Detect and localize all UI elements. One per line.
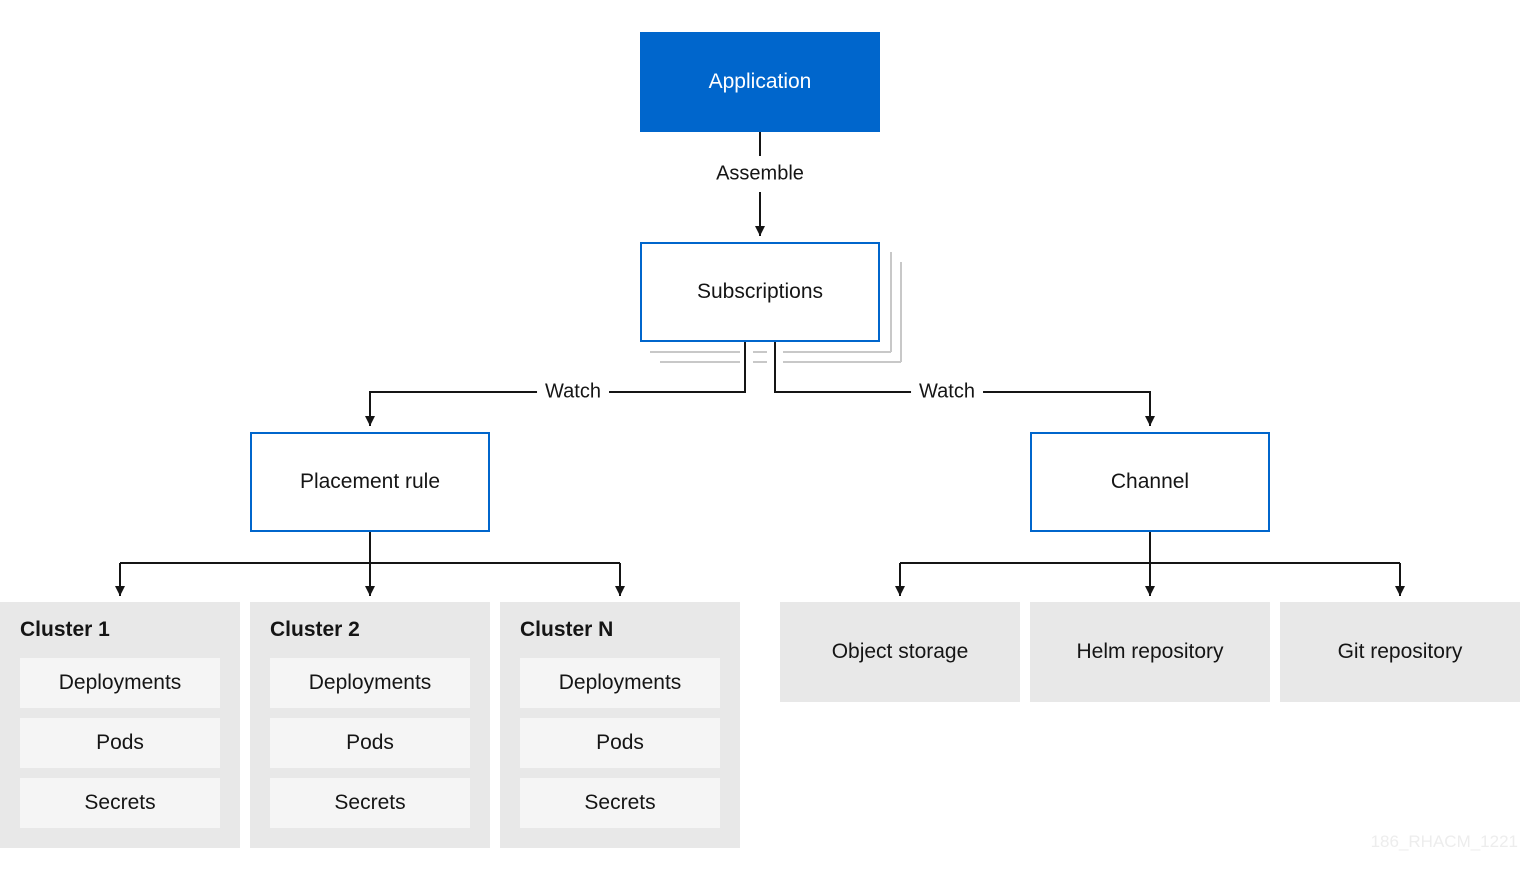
channel-node: Channel	[1030, 432, 1270, 532]
cluster-panel: Cluster 2 Deployments Pods Secrets	[250, 602, 490, 848]
cluster-resource-pods: Pods	[20, 718, 220, 768]
cluster-resource-deployments: Deployments	[270, 658, 470, 708]
cluster-resource-secrets: Secrets	[20, 778, 220, 828]
repository-helm: Helm repository	[1030, 602, 1270, 702]
subscriptions-stack-shadow	[890, 252, 892, 352]
cluster-resource-secrets: Secrets	[270, 778, 470, 828]
repository-object-storage: Object storage	[780, 602, 1020, 702]
cluster-title: Cluster N	[520, 618, 614, 641]
subscriptions-node: Subscriptions	[640, 242, 880, 342]
subscriptions-stack-shadow	[783, 361, 901, 363]
cluster-resource-deployments: Deployments	[520, 658, 720, 708]
subscriptions-stack-shadow	[900, 262, 902, 362]
subscriptions-stack-shadow	[783, 351, 891, 353]
cluster-panel: Cluster N Deployments Pods Secrets	[500, 602, 740, 848]
subscriptions-stack-shadow	[650, 351, 740, 353]
subscriptions-stack-shadow	[660, 361, 740, 363]
placement-rule-node: Placement rule	[250, 432, 490, 532]
subscriptions-stack-shadow	[753, 361, 767, 363]
cluster-panel: Cluster 1 Deployments Pods Secrets	[0, 602, 240, 848]
application-node: Application	[640, 32, 880, 132]
cluster-resource-pods: Pods	[270, 718, 470, 768]
repository-git: Git repository	[1280, 602, 1520, 702]
edge-label-assemble: Assemble	[708, 162, 812, 186]
cluster-title: Cluster 1	[20, 618, 110, 641]
edge-label-watch-channel: Watch	[911, 380, 983, 404]
cluster-resource-secrets: Secrets	[520, 778, 720, 828]
cluster-resource-pods: Pods	[520, 718, 720, 768]
subscriptions-stack-shadow	[753, 351, 767, 353]
cluster-resource-deployments: Deployments	[20, 658, 220, 708]
watermark-id: 186_RHACM_1221	[1370, 832, 1518, 851]
edge-label-watch-placement: Watch	[537, 380, 609, 404]
cluster-title: Cluster 2	[270, 618, 360, 641]
